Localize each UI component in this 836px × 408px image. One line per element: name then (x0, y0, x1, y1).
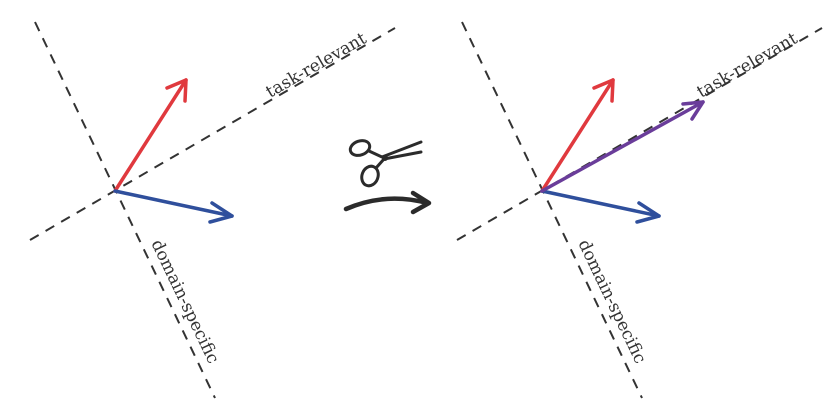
curved-arrow-icon (343, 190, 432, 215)
right-blue-vector (540, 189, 661, 224)
left-domain-specific-axis (34, 21, 216, 399)
right-domain-specific-label: domain-specific (573, 237, 649, 367)
left-blue-vector (113, 189, 234, 224)
right-domain-specific-axis (461, 21, 643, 399)
right-red-vector (540, 78, 615, 193)
right-panel: task-relevant domain-specific (456, 21, 823, 399)
transition (343, 139, 432, 215)
right-task-relevant-label: task-relevant (694, 29, 802, 103)
left-task-relevant-label: task-relevant (263, 29, 371, 103)
right-task-relevant-axis (456, 27, 823, 241)
scissors-icon (348, 139, 423, 188)
left-task-relevant-axis (29, 27, 396, 241)
right-purple-vector (540, 100, 705, 193)
left-domain-specific-label: domain-specific (146, 237, 222, 367)
left-panel: task-relevant domain-specific (29, 21, 396, 399)
left-red-vector (113, 78, 188, 193)
